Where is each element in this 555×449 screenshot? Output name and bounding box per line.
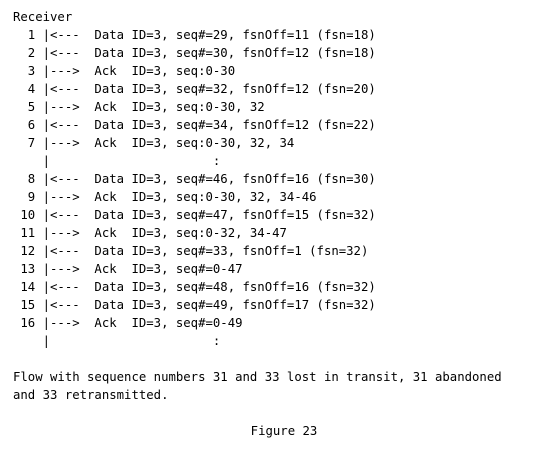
flow-line-7: 7 |---> Ack ID=3, seq:0-30, 32, 34 [13, 136, 295, 150]
document-page: Receiver 1 |<--- Data ID=3, seq#=29, fsn… [13, 8, 555, 449]
flow-line-8: 8 |<--- Data ID=3, seq#=46, fsnOff=16 (f… [13, 172, 376, 186]
flow-line-4: 4 |<--- Data ID=3, seq#=32, fsnOff=12 (f… [13, 82, 376, 96]
figure-label: Figure 23 [250, 424, 318, 438]
receiver-header: Receiver [13, 10, 73, 24]
flow-line-14: 14 |<--- Data ID=3, seq#=48, fsnOff=16 (… [13, 280, 376, 294]
flow-line-5: 5 |---> Ack ID=3, seq:0-30, 32 [13, 100, 265, 114]
flow-line-9: 9 |---> Ack ID=3, seq:0-30, 32, 34-46 [13, 190, 317, 204]
flow-line-1: 1 |<--- Data ID=3, seq#=29, fsnOff=11 (f… [13, 28, 376, 42]
flow-line-11: 11 |---> Ack ID=3, seq:0-32, 34-47 [13, 226, 287, 240]
flow-line-3: 3 |---> Ack ID=3, seq:0-30 [13, 64, 236, 78]
flow-line-6: 6 |<--- Data ID=3, seq#=34, fsnOff=12 (f… [13, 118, 376, 132]
flow-line-13: 13 |---> Ack ID=3, seq#=0-47 [13, 262, 243, 276]
flow-line-2: 2 |<--- Data ID=3, seq#=30, fsnOff=12 (f… [13, 46, 376, 60]
flow-line-12: 12 |<--- Data ID=3, seq#=33, fsnOff=1 (f… [13, 244, 369, 258]
flow-line-15: 15 |<--- Data ID=3, seq#=49, fsnOff=17 (… [13, 298, 376, 312]
caption-line-2: and 33 retransmitted. [13, 388, 169, 402]
ellipsis-line: | : [13, 334, 221, 348]
flow-line-10: 10 |<--- Data ID=3, seq#=47, fsnOff=15 (… [13, 208, 376, 222]
caption-line-1: Flow with sequence numbers 31 and 33 los… [13, 370, 502, 384]
flow-line-16: 16 |---> Ack ID=3, seq#=0-49 [13, 316, 243, 330]
ellipsis-line: | : [13, 154, 221, 168]
